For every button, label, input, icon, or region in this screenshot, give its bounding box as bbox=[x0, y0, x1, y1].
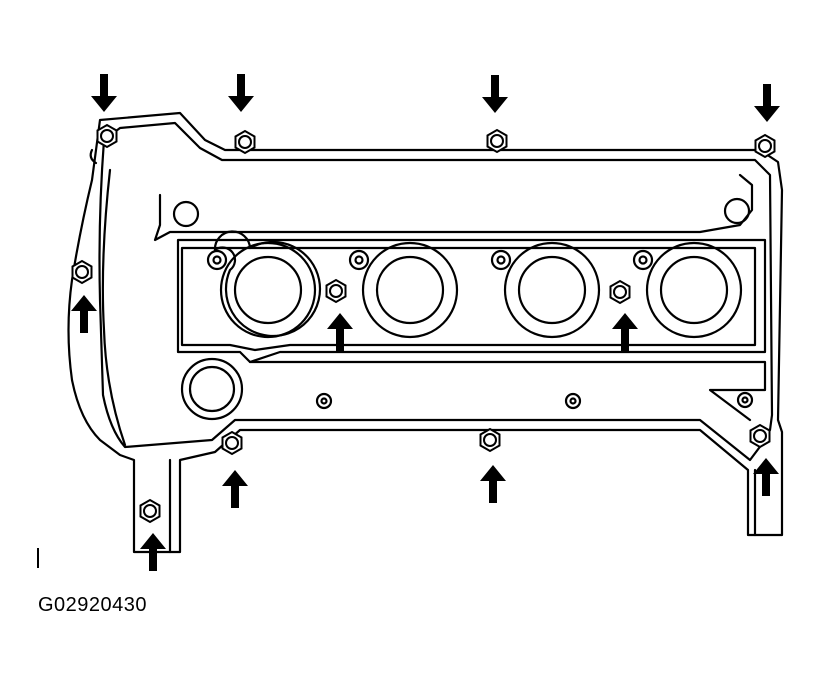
small-hole-1 bbox=[315, 392, 333, 410]
arrow-icon bbox=[140, 533, 166, 571]
arrow-icon bbox=[754, 84, 780, 122]
bolt-icon bbox=[221, 430, 243, 456]
margin-mark bbox=[37, 548, 39, 568]
plug-frame-inner bbox=[180, 246, 757, 352]
arrow-icon bbox=[612, 313, 638, 351]
arrow-icon bbox=[222, 470, 248, 508]
bolt-icon bbox=[609, 279, 631, 305]
top-inner-rail bbox=[153, 173, 754, 242]
plug-frame bbox=[176, 238, 767, 364]
plug-seal-4 bbox=[632, 241, 743, 339]
plug-seal-2 bbox=[348, 241, 459, 339]
cover-inner-outline bbox=[98, 121, 774, 462]
small-hole-2-inner bbox=[569, 397, 577, 405]
bolt-icon bbox=[234, 129, 256, 155]
arrow-icon bbox=[753, 458, 779, 496]
bolt-icon bbox=[96, 123, 118, 149]
arrow-icon bbox=[228, 74, 254, 112]
cover-outline bbox=[67, 111, 784, 554]
small-hole-1-inner bbox=[320, 397, 328, 405]
arrow-icon bbox=[71, 295, 97, 333]
oil-filler-outer bbox=[180, 357, 244, 421]
lower-rail bbox=[248, 360, 767, 422]
arrow-icon bbox=[480, 465, 506, 503]
plug-seal-1 bbox=[206, 230, 322, 339]
bolt-icon bbox=[486, 128, 508, 154]
small-hole-2 bbox=[564, 392, 582, 410]
bolt-icon bbox=[139, 498, 161, 524]
small-hole-3-inner bbox=[741, 396, 749, 404]
left-notch bbox=[89, 148, 98, 165]
breather-hole-right bbox=[723, 197, 751, 225]
arrow-icon bbox=[327, 313, 353, 351]
breather-hole-left bbox=[172, 200, 200, 228]
arrow-icon bbox=[91, 74, 117, 112]
bolt-icon bbox=[325, 278, 347, 304]
bolt-icon bbox=[479, 427, 501, 453]
left-rail bbox=[101, 168, 127, 447]
figure-reference-code: G02920430 bbox=[38, 594, 148, 616]
oil-filler-inner bbox=[188, 365, 236, 413]
small-hole-3 bbox=[736, 391, 754, 409]
bolt-icon bbox=[749, 423, 771, 449]
bolt-icon bbox=[754, 133, 776, 159]
bolt-icon bbox=[71, 259, 93, 285]
plug-seal-3 bbox=[490, 241, 601, 339]
arrow-icon bbox=[482, 75, 508, 113]
